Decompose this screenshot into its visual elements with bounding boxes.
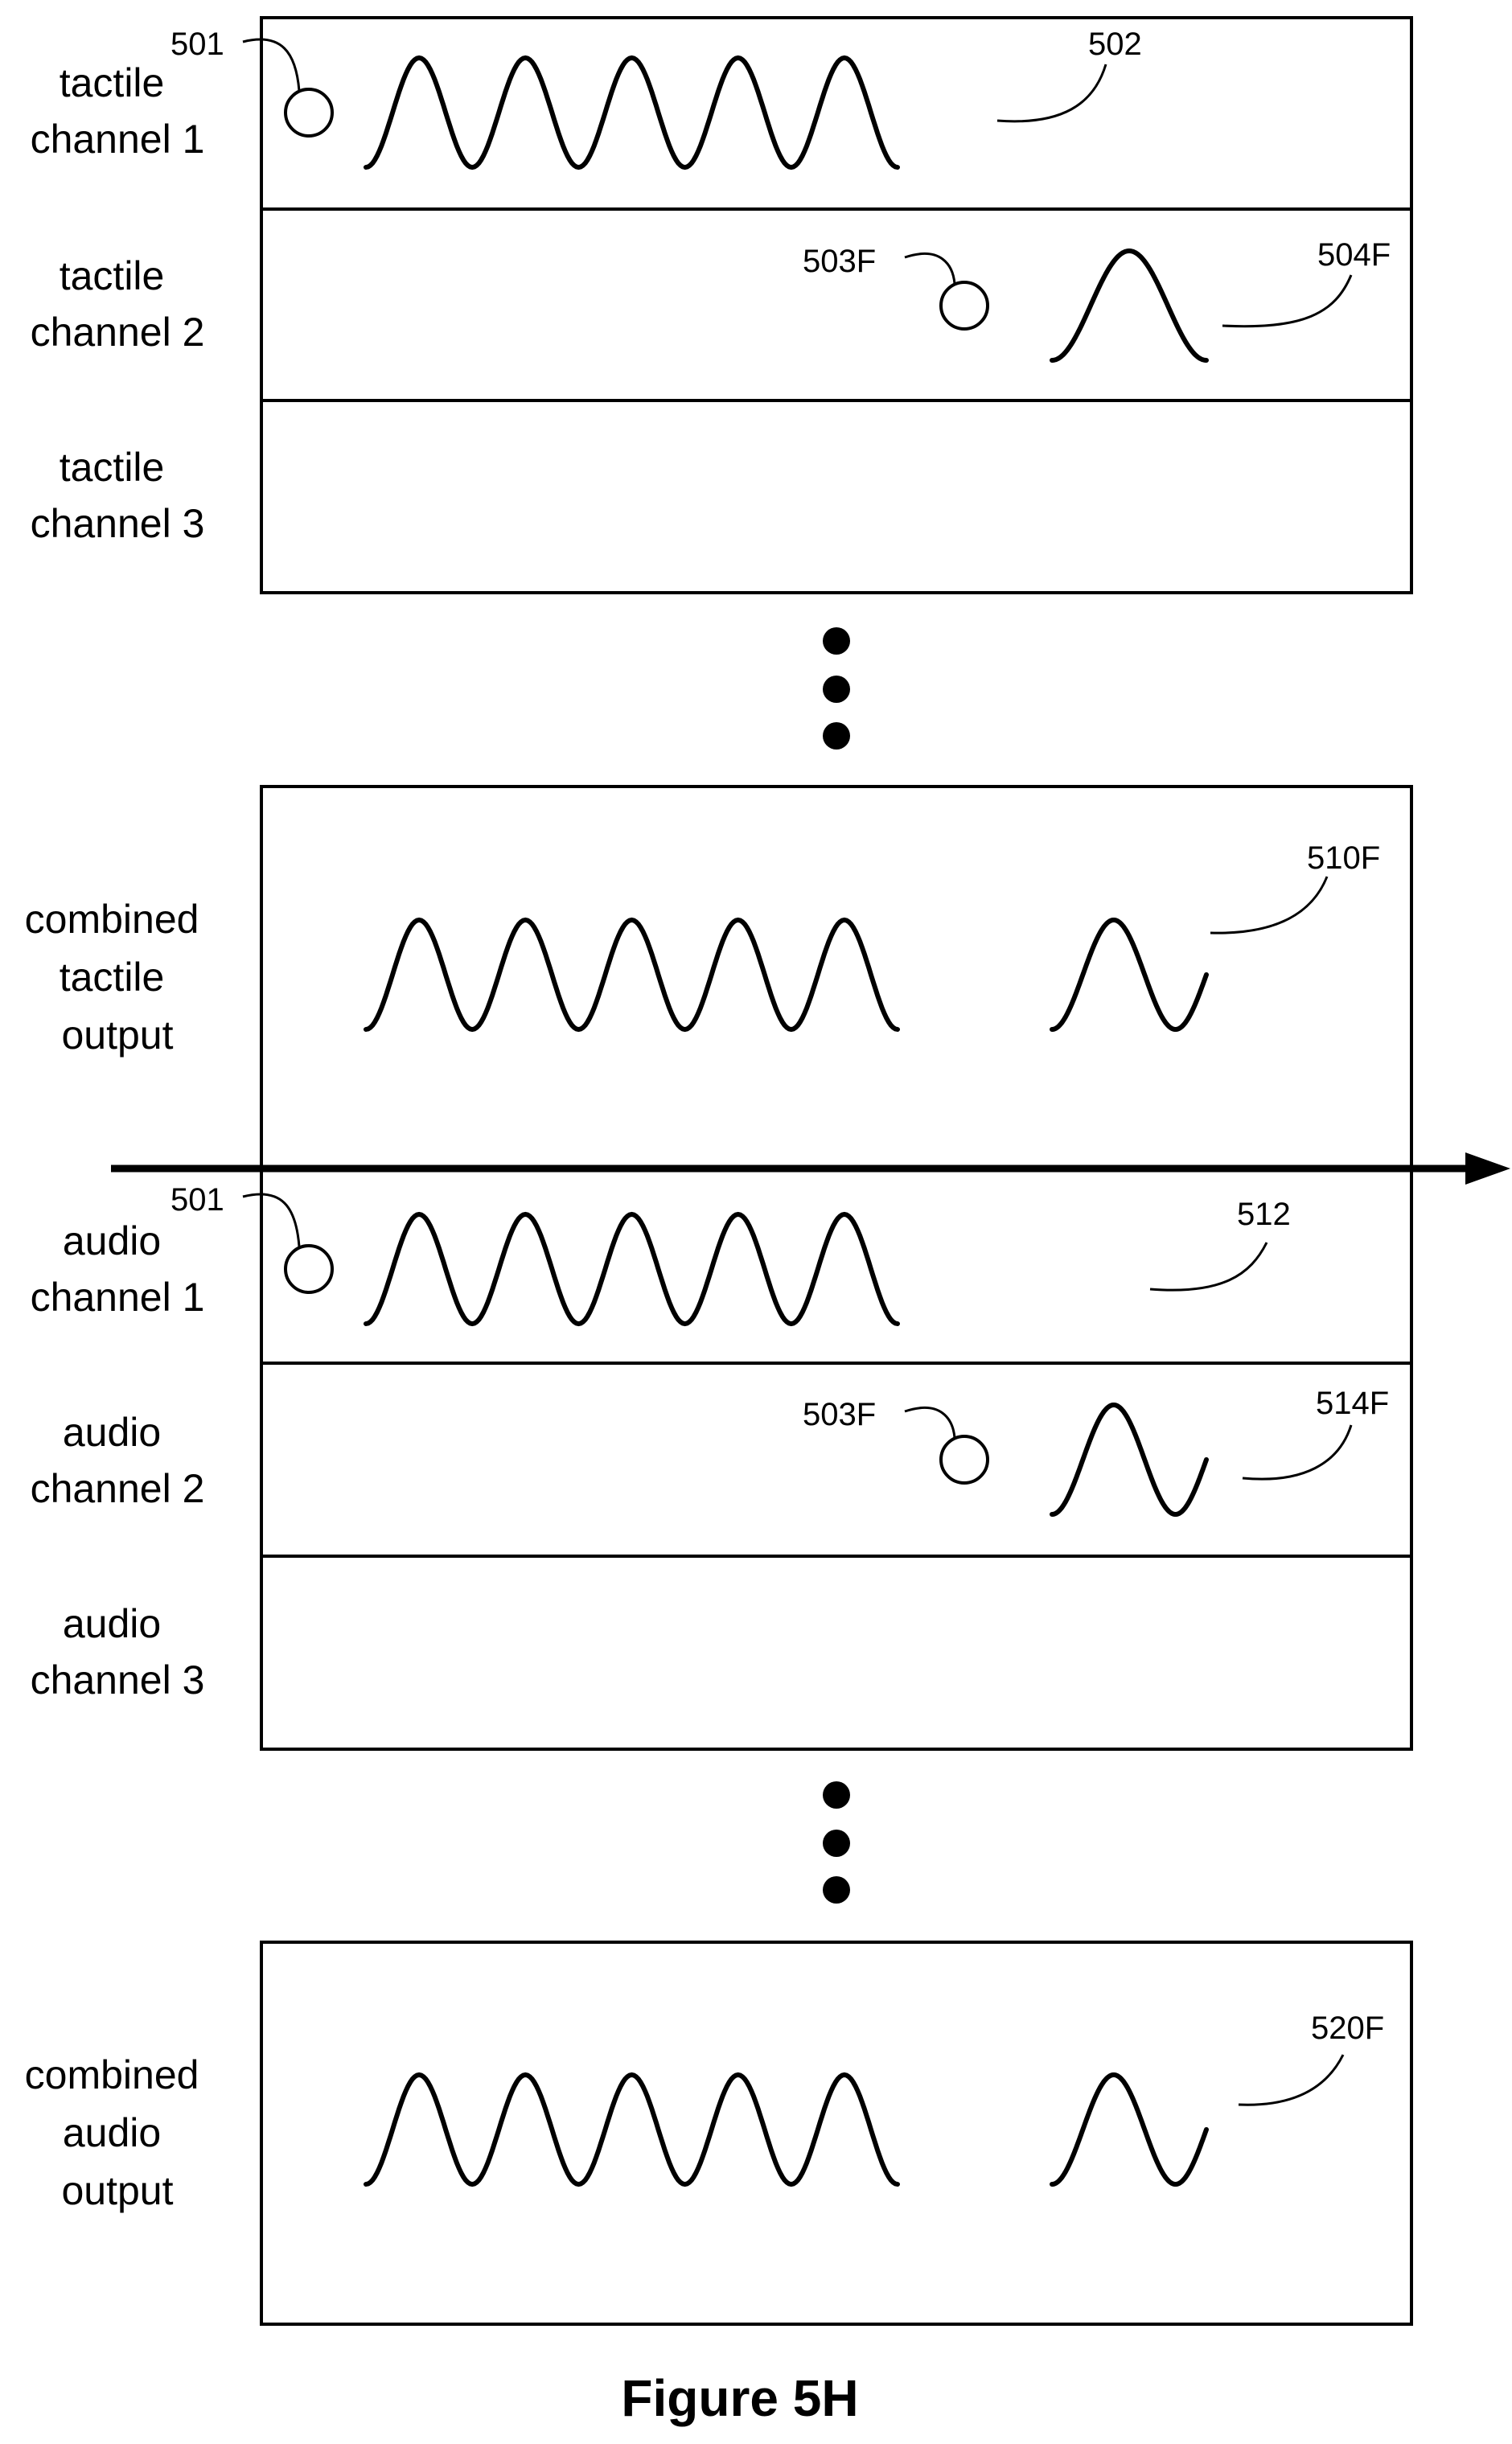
start-marker-501-tactile xyxy=(286,89,332,136)
ref-514f: 514F xyxy=(1316,1386,1389,1421)
ref-510f: 510F xyxy=(1307,840,1380,876)
row-label-audio-channel-2: audio channel 2 xyxy=(31,1410,205,1511)
start-marker-503f-tactile xyxy=(941,282,988,329)
figure-caption: Figure 5H xyxy=(621,2369,858,2427)
waveform-audio-1 xyxy=(366,1214,898,1324)
leader-503f-audio xyxy=(905,1407,955,1438)
leader-503f-tactile xyxy=(905,253,955,284)
combined-audio-output-box xyxy=(261,1942,1411,2324)
ref-504f: 504F xyxy=(1317,237,1391,273)
leader-502 xyxy=(997,64,1106,121)
row-label-tactile-channel-1: tactile channel 1 xyxy=(31,60,205,162)
row-label-combined-audio-output: combined audio output xyxy=(25,2052,211,2213)
continuation-dot xyxy=(823,1830,850,1857)
time-axis-arrowhead xyxy=(1465,1152,1510,1185)
leader-520f xyxy=(1239,2055,1343,2105)
leader-504f xyxy=(1222,275,1351,327)
leader-501-tactile xyxy=(243,39,299,91)
ref-501-tactile: 501 xyxy=(171,27,224,62)
row-label-tactile-channel-3: tactile channel 3 xyxy=(31,445,205,546)
leader-512 xyxy=(1150,1243,1267,1290)
waveform-combined-tactile-b xyxy=(1052,920,1206,1029)
leader-501-audio xyxy=(243,1194,299,1247)
continuation-dot xyxy=(823,676,850,703)
tactile-channels-box xyxy=(261,18,1411,593)
waveform-audio-2 xyxy=(1052,1405,1206,1514)
start-marker-501-audio xyxy=(286,1246,332,1292)
ref-520f: 520F xyxy=(1311,2011,1384,2046)
continuation-dot xyxy=(823,722,850,750)
ref-503f-audio: 503F xyxy=(803,1397,876,1432)
ref-503f-tactile: 503F xyxy=(803,244,876,279)
waveform-combined-tactile-a xyxy=(366,920,898,1029)
ref-502: 502 xyxy=(1088,27,1142,62)
continuation-dot xyxy=(823,1781,850,1809)
waveform-combined-audio-b xyxy=(1052,2075,1206,2184)
audio-channels-box xyxy=(261,1169,1411,1749)
leader-514f xyxy=(1243,1425,1351,1479)
ref-501-audio: 501 xyxy=(171,1182,224,1218)
row-label-audio-channel-1: audio channel 1 xyxy=(31,1218,205,1320)
continuation-dot xyxy=(823,627,850,655)
start-marker-503f-audio xyxy=(941,1436,988,1483)
row-label-tactile-channel-2: tactile channel 2 xyxy=(31,253,205,355)
continuation-dot xyxy=(823,1876,850,1904)
waveform-tactile-1 xyxy=(366,58,898,167)
waveform-combined-audio-a xyxy=(366,2075,898,2184)
combined-tactile-output-box xyxy=(261,787,1411,1169)
leader-510f xyxy=(1210,877,1327,933)
row-label-audio-channel-3: audio channel 3 xyxy=(31,1601,205,1703)
waveform-tactile-2 xyxy=(1052,251,1206,360)
row-label-combined-tactile-output: combined tactile output xyxy=(25,897,211,1058)
ref-512: 512 xyxy=(1237,1197,1291,1232)
